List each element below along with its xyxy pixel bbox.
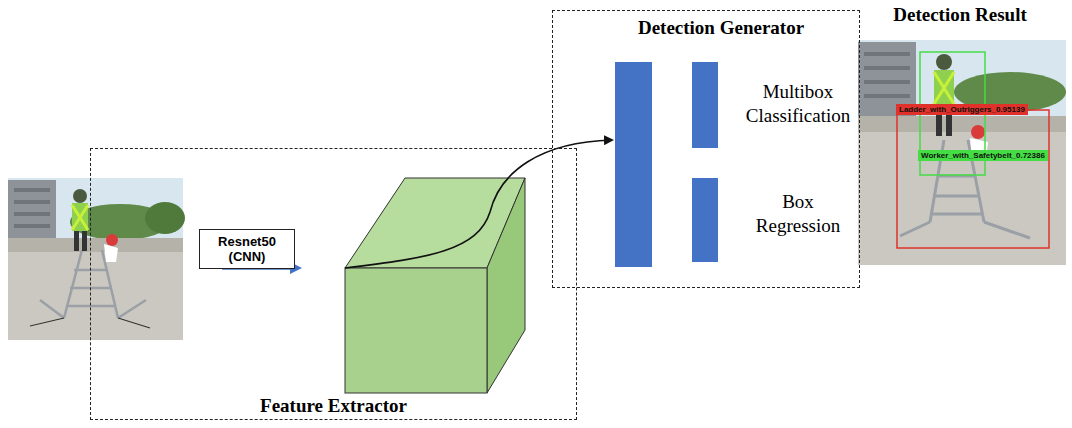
- image-panel: Detection ResultLadder_with_Outriggers_0…: [854, 4, 1066, 266]
- node-text: Feature Extractor: [260, 395, 407, 417]
- node-text: Detection Result: [893, 4, 1027, 26]
- result-photo: [858, 40, 1066, 265]
- input-photo: [8, 178, 185, 340]
- region-box: Detection Generator: [552, 10, 860, 288]
- detection-tag: Ladder_with_Outriggers_0.95139: [896, 104, 1028, 115]
- component-label: Multibox Classification: [738, 80, 858, 128]
- region-box: Feature Extractor Resnet50 (CNN): [90, 148, 577, 420]
- component-label: Box Regression: [738, 190, 858, 238]
- feature-cube: [345, 178, 525, 393]
- node-text: Worker_with_Safetybelt_0.72386: [921, 151, 1045, 160]
- node-text: Resnet50 (CNN): [206, 234, 288, 264]
- node-text: Ladder_with_Outriggers_0.95139: [899, 105, 1025, 114]
- node-text: Detection Generator: [608, 17, 804, 39]
- process-box: Resnet50 (CNN): [199, 229, 295, 269]
- detection-tag: Worker_with_Safetybelt_0.72386: [918, 150, 1048, 161]
